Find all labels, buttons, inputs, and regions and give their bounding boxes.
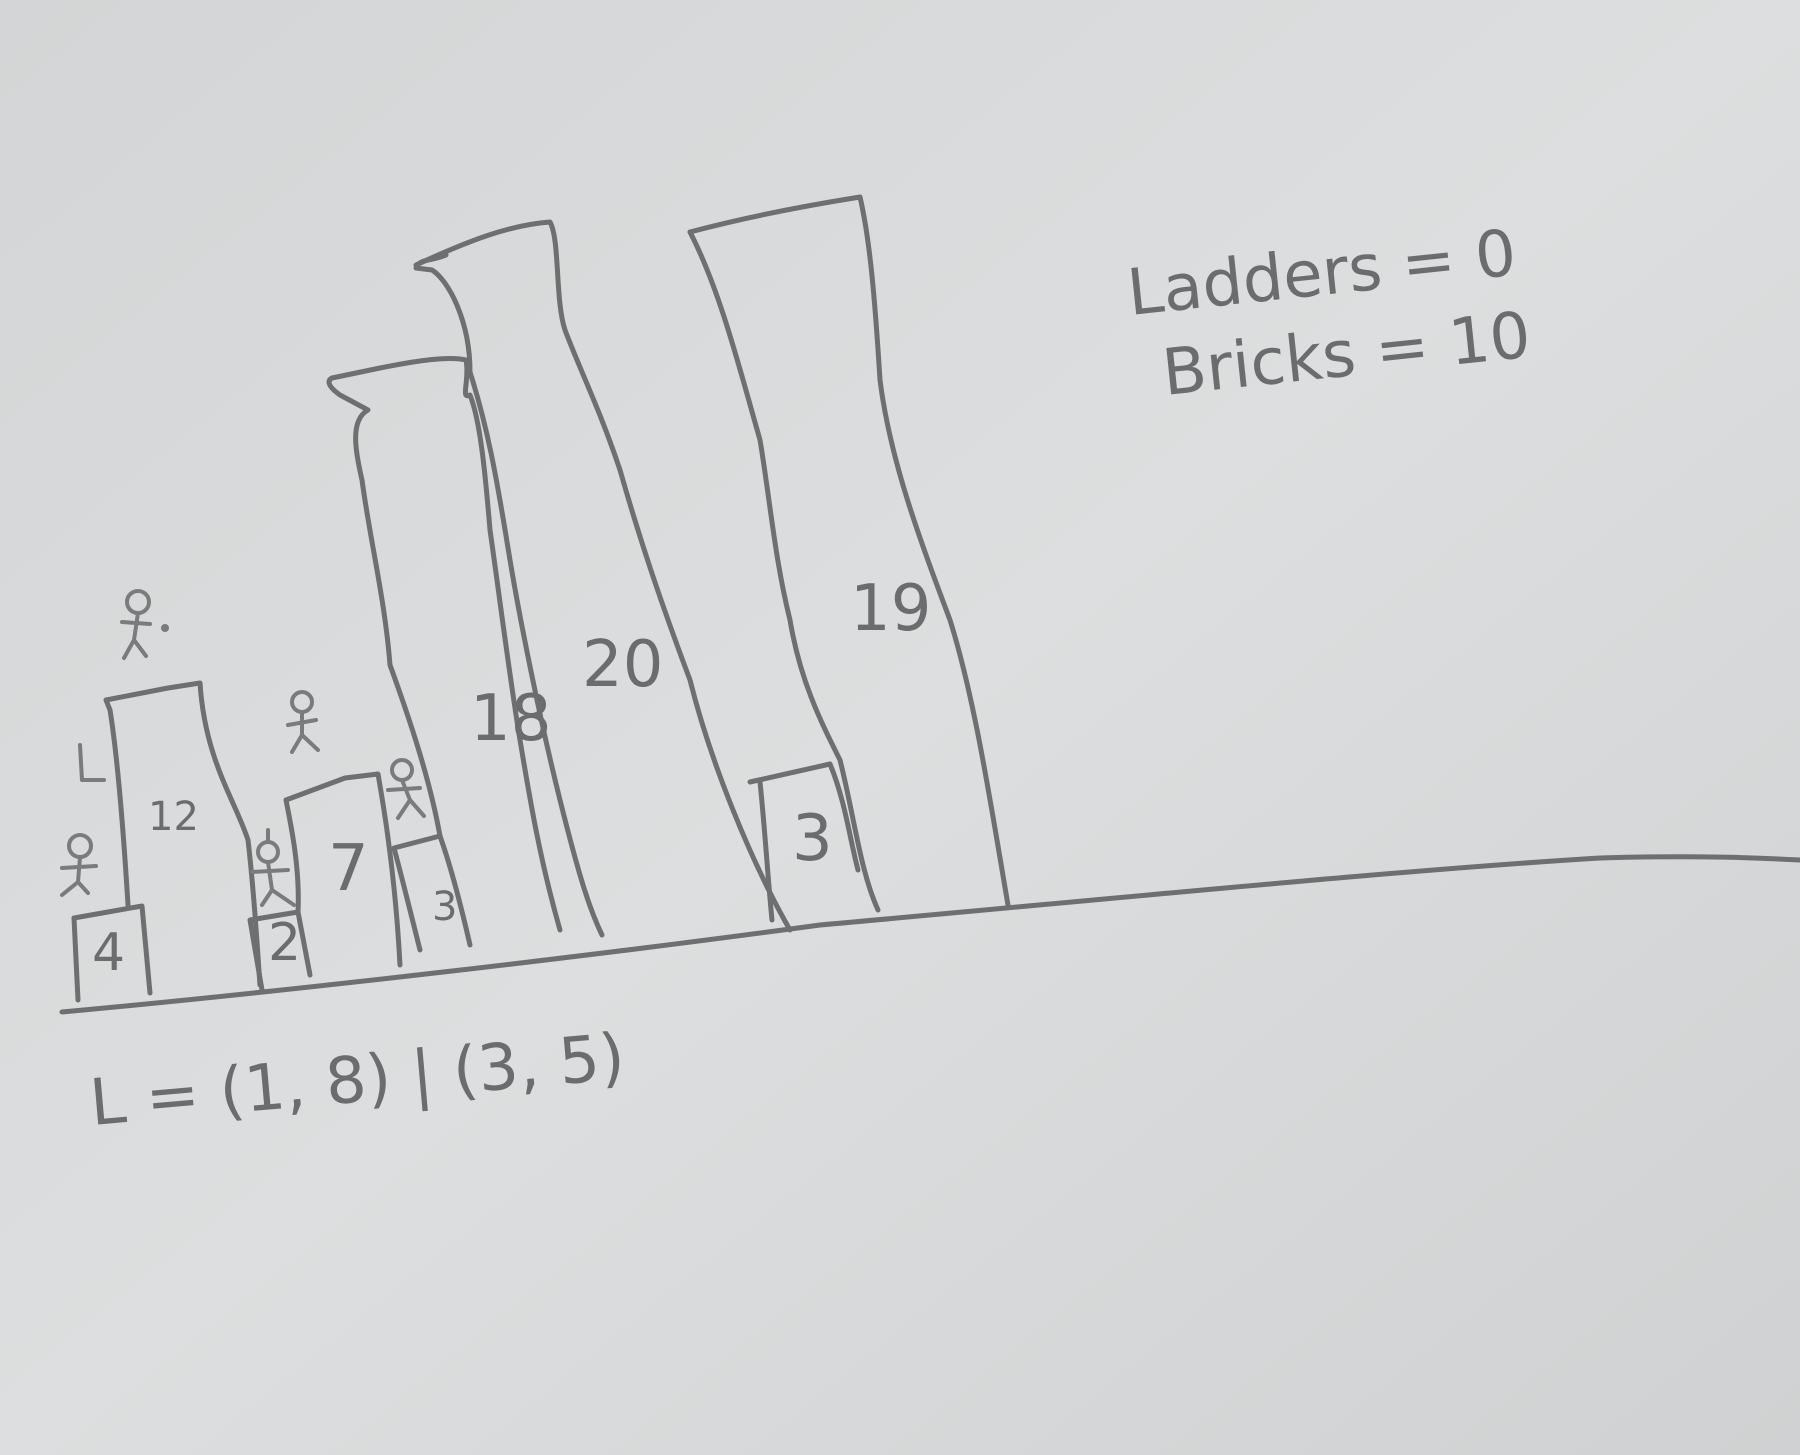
building-19 <box>687 194 1011 908</box>
stick-figure-left <box>60 833 98 897</box>
building-19-left-edge <box>687 229 881 913</box>
label-building-20: 20 <box>582 628 663 702</box>
building-3-left <box>391 833 473 953</box>
building-18 <box>326 355 563 933</box>
stick-figure-2 <box>250 828 296 907</box>
building-7 <box>283 771 403 968</box>
building-2 <box>247 909 313 993</box>
building-20-left-edge <box>463 357 605 938</box>
building-4 <box>71 903 153 1003</box>
ladder-left <box>78 743 106 782</box>
ground-line-right <box>817 854 1800 928</box>
label-building-3-left: 3 <box>432 884 457 930</box>
label-building-7: 7 <box>328 832 369 906</box>
stick-figure-top-12 <box>120 589 169 660</box>
label-building-12: 12 <box>148 794 199 840</box>
label-building-19: 19 <box>850 572 931 646</box>
label-building-4: 4 <box>92 923 125 983</box>
building-20-body <box>413 219 793 933</box>
label-building-3-right: 3 <box>792 802 833 876</box>
stick-figure-3 <box>386 758 426 820</box>
building-12 <box>103 680 263 988</box>
building-3-right <box>747 761 861 923</box>
label-building-18: 18 <box>470 682 551 756</box>
label-building-2: 2 <box>268 913 301 973</box>
stick-figure-top-7 <box>286 690 320 754</box>
ground-line-left <box>59 922 823 1015</box>
